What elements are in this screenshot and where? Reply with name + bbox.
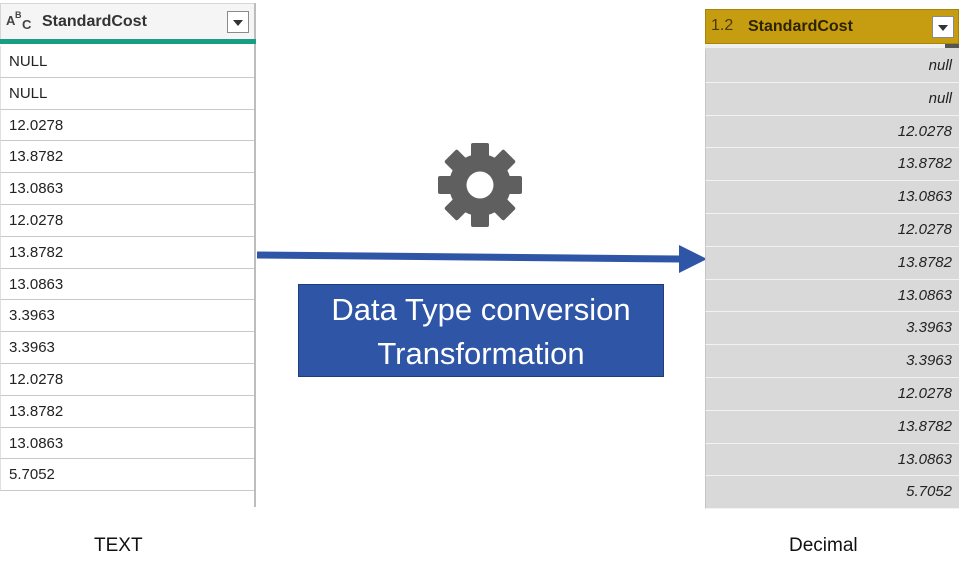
table-cell[interactable]: 13.0863 — [0, 427, 254, 460]
table-cell[interactable]: 13.8782 — [705, 410, 959, 444]
table-cell[interactable]: 13.0863 — [0, 173, 254, 205]
table-cell[interactable]: 5.7052 — [0, 459, 254, 492]
column-quality-bar — [705, 44, 959, 48]
decimal-column: 1.2 StandardCost null null 12.0278 13.87… — [705, 9, 959, 510]
transformation-label-box: Data Type conversion Transformation — [298, 284, 664, 377]
table-cell[interactable]: 5.7052 — [705, 476, 959, 510]
table-cell[interactable]: 13.0863 — [705, 279, 959, 313]
table-cell[interactable]: 13.8782 — [0, 236, 254, 269]
column-header[interactable]: 1.2 StandardCost — [705, 9, 959, 44]
decimal-type-icon[interactable]: 1.2 — [711, 17, 734, 34]
table-cell[interactable]: 3.3963 — [705, 312, 959, 346]
table-cell[interactable]: 13.8782 — [0, 141, 254, 174]
table-cell[interactable]: 13.0863 — [705, 443, 959, 477]
table-cell[interactable]: 13.0863 — [0, 268, 254, 301]
table-cell[interactable]: null — [705, 50, 959, 83]
table-cell[interactable]: 12.0278 — [0, 204, 254, 237]
table-cell[interactable]: 3.3963 — [705, 345, 959, 378]
text-type-caption: TEXT — [94, 535, 143, 556]
table-cell[interactable]: 13.8782 — [705, 148, 959, 182]
conversion-arrow — [256, 245, 707, 273]
table-cell[interactable]: 12.0278 — [705, 213, 959, 247]
decimal-type-caption: Decimal — [789, 535, 858, 556]
table-cell[interactable]: 12.0278 — [0, 363, 254, 396]
table-cell[interactable]: 12.0278 — [705, 377, 959, 411]
table-cell[interactable]: null — [705, 82, 959, 116]
table-cell[interactable]: 13.8782 — [0, 395, 254, 428]
table-cell[interactable]: 12.0278 — [705, 115, 959, 149]
table-cell[interactable]: NULL — [0, 46, 254, 78]
gear-icon — [438, 143, 522, 227]
text-value-list: NULL NULL 12.0278 13.8782 13.0863 12.027… — [0, 46, 254, 492]
filter-dropdown-button[interactable] — [932, 16, 954, 38]
table-cell[interactable]: NULL — [0, 77, 254, 110]
decimal-value-list: null null 12.0278 13.8782 13.0863 12.027… — [705, 50, 959, 510]
filter-dropdown-button[interactable] — [227, 11, 249, 33]
column-quality-bar — [0, 39, 256, 44]
column-header-label: StandardCost — [748, 18, 853, 35]
table-cell[interactable]: 13.0863 — [705, 181, 959, 214]
table-cell[interactable]: 3.3963 — [0, 332, 254, 364]
table-cell[interactable]: 3.3963 — [0, 300, 254, 333]
transformation-title-line1: Data Type conversion — [331, 292, 631, 327]
table-cell[interactable]: 13.8782 — [705, 246, 959, 280]
table-cell[interactable]: 12.0278 — [0, 109, 254, 142]
transformation-title-line2: Transformation — [377, 336, 585, 371]
column-header-label: StandardCost — [42, 13, 147, 30]
